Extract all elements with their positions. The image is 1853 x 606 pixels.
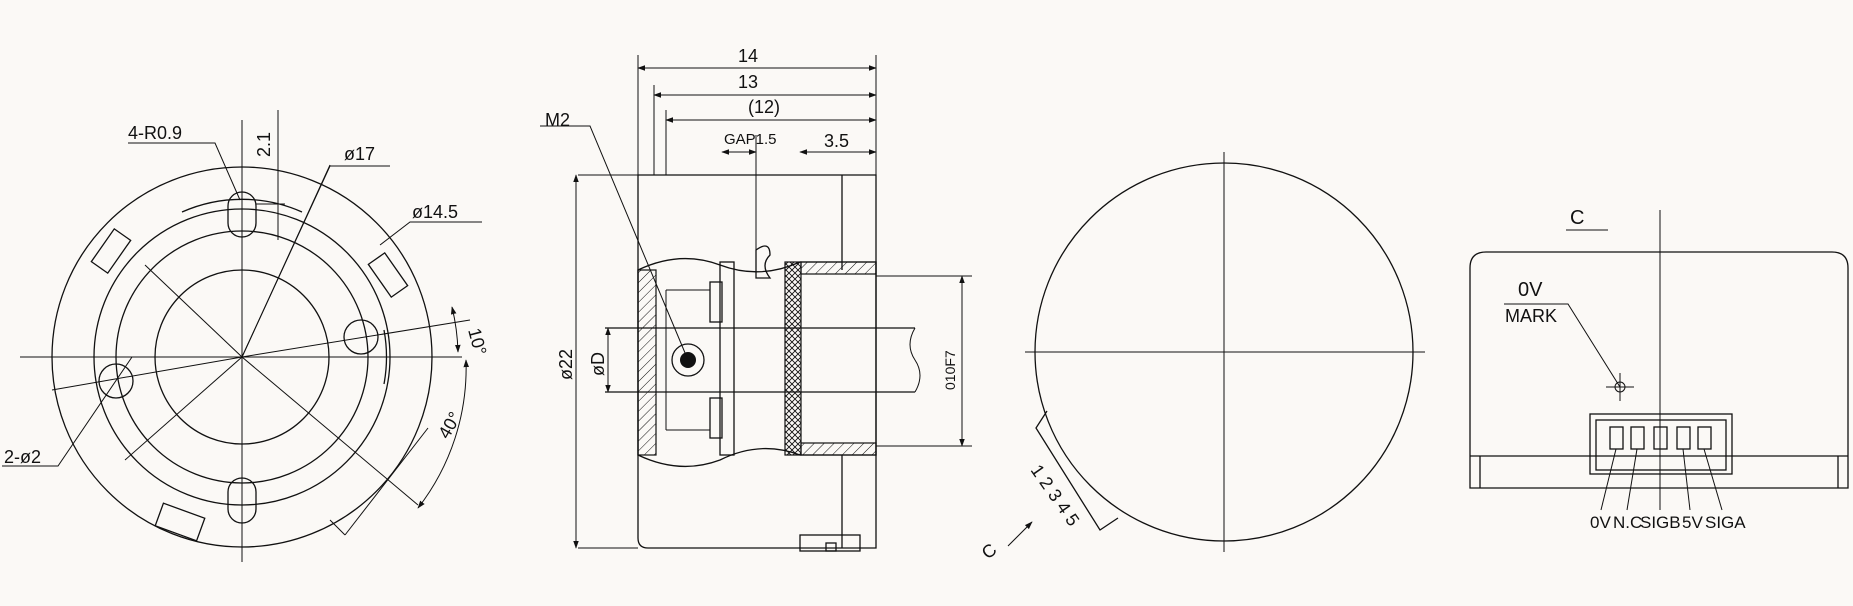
shaft-diameter-label: øD <box>588 352 608 376</box>
diameter-22-label: ø22 <box>556 349 576 380</box>
pin-1 <box>1609 426 1624 450</box>
outer-diameter-label: ø17 <box>344 144 375 164</box>
encoder-disk <box>719 261 735 456</box>
gap-label: GAP1.5 <box>724 131 777 148</box>
tab-upper-left <box>90 227 132 275</box>
connector-view: C 0V MARK 0V N.C SIGB 5V SIGA <box>1469 207 1849 532</box>
hole-left <box>98 363 134 399</box>
pin-label-0v: 0V <box>1590 513 1611 532</box>
length-12-label: (12) <box>748 97 780 117</box>
mark-line1: 0V <box>1518 279 1543 301</box>
pin-5 <box>1697 426 1712 450</box>
view-arrow-label: C <box>978 539 1001 563</box>
dim-35-label: 3.5 <box>824 131 849 151</box>
length-13-label: 13 <box>738 72 758 92</box>
pin-2 <box>1630 426 1645 450</box>
front-view: 4-R0.9 2.1 ø17 ø14.5 2-ø2 10° 40° <box>2 110 491 562</box>
angle-small-label: 10° <box>464 326 490 357</box>
thread-label: M2 <box>545 110 570 130</box>
tab-right <box>367 251 409 299</box>
pin-label-nc: N.C <box>1613 513 1642 532</box>
slot-radius-label: 4-R0.9 <box>128 123 182 143</box>
housing-outline <box>637 174 877 549</box>
slot-bottom <box>227 477 257 524</box>
length-total-label: 14 <box>738 46 758 66</box>
connector-plug <box>1589 413 1733 475</box>
connector-housing <box>1469 251 1849 489</box>
bore-tolerance-label: 010F7 <box>942 350 958 390</box>
pin-label-sigb: SIGB <box>1640 513 1681 532</box>
inner-diameter-label: ø14.5 <box>412 202 458 222</box>
mark-line2: MARK <box>1505 306 1557 326</box>
hatched-housing-wall <box>637 269 657 456</box>
hole-right <box>343 319 379 355</box>
side-view: 14 13 (12) GAP1.5 3.5 M2 ø22 øD 010F7 <box>540 46 972 552</box>
slot-offset-label: 2.1 <box>254 132 274 157</box>
pin-label-siga: SIGA <box>1705 513 1746 532</box>
pin-numbers-label: 1 2 3 4 5 <box>1027 461 1084 530</box>
slot-top <box>227 191 257 238</box>
tab-bottom <box>154 502 206 542</box>
view-title: C <box>1570 207 1584 229</box>
pin-label-5v: 5V <box>1682 513 1703 532</box>
pin-4 <box>1676 426 1691 450</box>
bearing <box>784 261 802 456</box>
angle-large-label: 40° <box>434 408 465 442</box>
hole-label: 2-ø2 <box>4 447 41 467</box>
rear-view: 1 2 3 4 5 C <box>978 152 1425 563</box>
